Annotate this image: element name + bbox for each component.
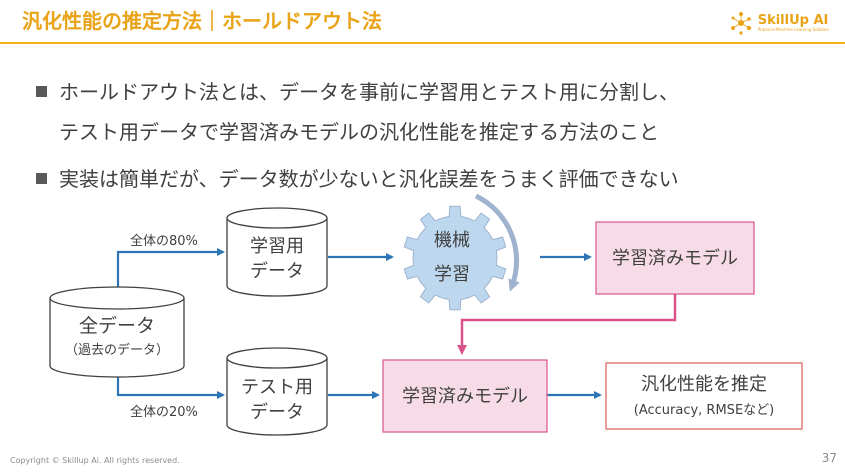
train-split-label: 全体の80% [130,233,198,249]
bullet-square-icon [36,86,47,97]
bullet-1-text-1: ホールドアウト法とは、データを事前に学習用とテスト用に分割し、 [59,80,679,104]
trained-model-top-label: 学習済みモデル [612,248,738,269]
trained-model-bottom: 学習済みモデル [382,359,548,433]
trained-model-top: 学習済みモデル [595,221,755,295]
bullet-2-text: 実装は簡単だが、データ数が少ないと汎化誤差をうまく評価できない [59,167,679,191]
copyright: Copyright © Skillup Ai. All rights reser… [10,456,180,465]
estimate-metrics: (Accuracy, RMSEなど) [634,403,774,418]
split-connectors [116,248,677,399]
train-data-label-1: 学習用 [250,236,304,257]
test-split-label: 全体の20% [130,404,198,420]
ml-label-1: 機械 [434,230,470,251]
ml-label-2: 学習 [434,264,470,285]
logo-tagline: Practical Machine Learning Solution [757,27,829,32]
bullet-2: 実装は簡単だが、データ数が少ないと汎化誤差をうまく評価できない [36,163,679,192]
train-data-label-2: データ [250,261,304,282]
bullet-square-icon [36,173,47,184]
title-divider [0,42,845,44]
all-data-sublabel: （過去のデータ） [65,342,169,358]
generalization-estimate-box: 汎化性能を推定 (Accuracy, RMSEなど) [605,362,803,430]
logo-icon [730,12,751,35]
arrow-to-test-data [116,372,225,399]
all-data-cylinder: 全データ （過去のデータ） [49,286,185,378]
machine-learning-gear-icon: 機械 学習 [403,193,520,311]
page-number: 37 [821,451,837,465]
test-data-label-1: テスト用 [241,377,313,398]
arrow-to-train-data [116,248,225,300]
logo-name: SkillUp AI [757,13,829,28]
estimate-label: 汎化性能を推定 [641,374,767,395]
test-data-cylinder: テスト用 データ [226,347,328,436]
test-data-label-2: データ [250,402,304,423]
all-data-label: 全データ [79,315,155,337]
bullet-1-line-2: テスト用データで学習済みモデルの汎化性能を推定する方法のこと [59,120,659,144]
trained-model-bottom-label: 学習済みモデル [402,386,528,407]
bullet-1-line-1: ホールドアウト法とは、データを事前に学習用とテスト用に分割し、 [36,76,679,105]
page-title: 汎化性能の推定方法｜ホールドアウト法 [22,9,382,33]
train-data-cylinder: 学習用 データ [226,207,328,297]
brand-logo: SkillUp AI Practical Machine Learning So… [728,6,829,40]
arrow-model-copy [457,294,677,355]
rotation-arrow-icon [474,193,520,292]
